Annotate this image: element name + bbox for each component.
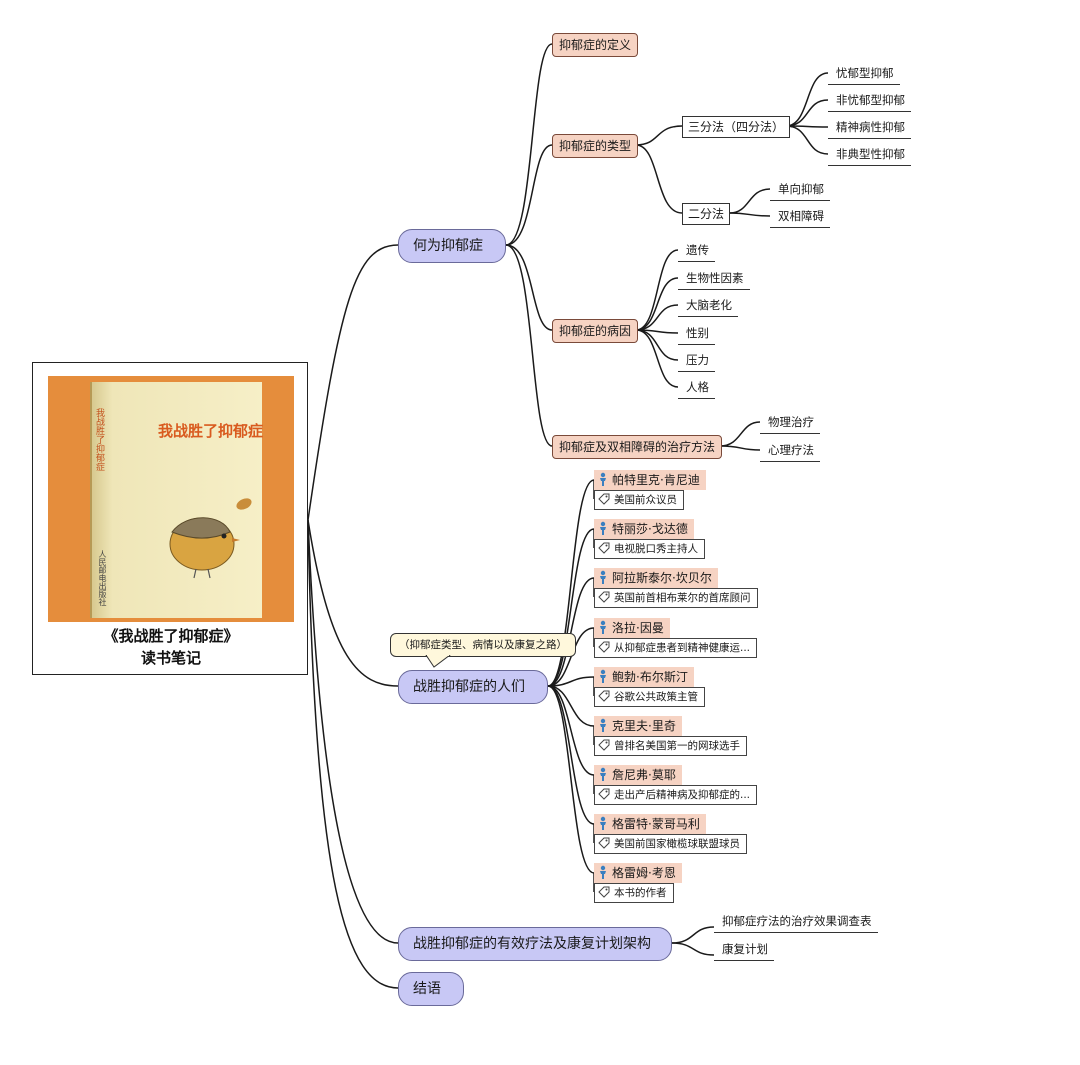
branch-conclusion[interactable]: 结语 bbox=[398, 972, 464, 1006]
leaf-type-psychotic[interactable]: 精神病性抑郁 bbox=[828, 118, 911, 139]
callout-pointer bbox=[425, 655, 451, 668]
person-note-4[interactable]: 从抑郁症患者到精神健康运... bbox=[594, 638, 758, 658]
person-note: 从抑郁症患者到精神健康运... bbox=[614, 642, 751, 654]
person-node-1[interactable]: 帕特里克·肯尼迪 bbox=[594, 470, 706, 490]
person-node-5[interactable]: 鲍勃·布尔斯汀 bbox=[594, 667, 694, 687]
person-icon bbox=[600, 620, 606, 634]
person-icon bbox=[600, 767, 606, 781]
tag-icon bbox=[598, 542, 610, 554]
tag-icon bbox=[598, 739, 610, 751]
person-note: 曾排名美国第一的网球选手 bbox=[614, 740, 740, 752]
person-name: 鲍勃·布尔斯汀 bbox=[612, 670, 688, 684]
person-icon bbox=[600, 570, 606, 584]
book-cover-card: 我战胜了抑郁症 我战胜了抑郁症 人民邮电出版社 《我战胜了抑郁症》 读书笔记 bbox=[32, 362, 308, 675]
person-note: 美国前众议员 bbox=[614, 494, 677, 506]
book-cover-image: 我战胜了抑郁症 我战胜了抑郁症 人民邮电出版社 bbox=[48, 376, 294, 622]
leaf-recovery-plan[interactable]: 康复计划 bbox=[714, 940, 774, 961]
person-icon bbox=[600, 865, 606, 879]
person-note: 电视脱口秀主持人 bbox=[614, 543, 698, 555]
tag-icon bbox=[598, 591, 610, 603]
book-caption-title: 《我战胜了抑郁症》 bbox=[103, 627, 239, 645]
tag-icon bbox=[598, 837, 610, 849]
branch-what-is-depression[interactable]: 何为抑郁症 bbox=[398, 229, 506, 263]
person-node-8[interactable]: 格雷特·蒙哥马利 bbox=[594, 814, 706, 834]
people-callout: （抑郁症类型、病情以及康复之路） bbox=[390, 633, 576, 657]
book-cover-title: 我战胜了抑郁症 bbox=[158, 422, 264, 440]
person-name: 詹尼弗·莫耶 bbox=[612, 768, 676, 782]
person-node-4[interactable]: 洛拉·因曼 bbox=[594, 618, 670, 638]
node-types[interactable]: 抑郁症的类型 bbox=[552, 134, 639, 158]
person-note-3[interactable]: 英国前首相布莱尔的首席顾问 bbox=[594, 588, 758, 608]
person-note-8[interactable]: 美国前国家橄榄球联盟球员 bbox=[594, 834, 747, 854]
person-icon bbox=[600, 718, 606, 732]
branch-people[interactable]: 战胜抑郁症的人们 bbox=[398, 670, 548, 704]
book-spine-title: 我战胜了抑郁症 bbox=[94, 408, 104, 471]
person-node-7[interactable]: 詹尼弗·莫耶 bbox=[594, 765, 682, 785]
bird-illustration bbox=[169, 498, 252, 579]
person-name: 格雷特·蒙哥马利 bbox=[612, 817, 700, 831]
person-note: 美国前国家橄榄球联盟球员 bbox=[614, 838, 740, 850]
person-name: 帕特里克·肯尼迪 bbox=[612, 473, 700, 487]
leaf-cause-biological[interactable]: 生物性因素 bbox=[678, 269, 750, 290]
person-note-9[interactable]: 本书的作者 bbox=[594, 883, 674, 903]
leaf-cause-stress[interactable]: 压力 bbox=[678, 351, 715, 372]
leaf-type-melancholic[interactable]: 忧郁型抑郁 bbox=[828, 64, 900, 85]
person-icon bbox=[600, 472, 606, 486]
book-cover: 我战胜了抑郁症 我战胜了抑郁症 人民邮电出版社 bbox=[90, 382, 264, 618]
book-publisher: 人民邮电出版社 bbox=[98, 550, 107, 606]
person-note: 本书的作者 bbox=[614, 887, 667, 899]
node-causes[interactable]: 抑郁症的病因 bbox=[552, 319, 639, 343]
person-node-6[interactable]: 克里夫·里奇 bbox=[594, 716, 682, 736]
node-three-way[interactable]: 三分法（四分法） bbox=[682, 116, 791, 138]
person-name: 阿拉斯泰尔·坎贝尔 bbox=[612, 571, 712, 585]
leaf-cause-genetics[interactable]: 遗传 bbox=[678, 241, 715, 262]
leaf-type-atypical[interactable]: 非典型性抑郁 bbox=[828, 145, 911, 166]
leaf-unipolar[interactable]: 单向抑郁 bbox=[770, 180, 830, 201]
tag-icon bbox=[598, 690, 610, 702]
person-note-1[interactable]: 美国前众议员 bbox=[594, 490, 684, 510]
tag-icon bbox=[598, 493, 610, 505]
leaf-therapy-survey[interactable]: 抑郁症疗法的治疗效果调查表 bbox=[714, 912, 878, 933]
person-note: 走出产后精神病及抑郁症的... bbox=[614, 789, 751, 801]
leaf-type-non-melancholic[interactable]: 非忧郁型抑郁 bbox=[828, 91, 911, 112]
person-note: 谷歌公共政策主管 bbox=[614, 691, 698, 703]
leaf-bipolar[interactable]: 双相障碍 bbox=[770, 207, 830, 228]
leaf-cause-aging[interactable]: 大脑老化 bbox=[678, 296, 738, 317]
leaf-cause-personality[interactable]: 人格 bbox=[678, 378, 715, 399]
person-node-2[interactable]: 特丽莎·戈达德 bbox=[594, 519, 694, 539]
leaf-psychotherapy[interactable]: 心理疗法 bbox=[760, 441, 820, 462]
person-node-9[interactable]: 格雷姆·考恩 bbox=[594, 863, 682, 883]
person-icon bbox=[600, 669, 606, 683]
branch-therapy-plan[interactable]: 战胜抑郁症的有效疗法及康复计划架构 bbox=[398, 927, 672, 961]
tag-icon bbox=[598, 788, 610, 800]
person-note: 英国前首相布莱尔的首席顾问 bbox=[614, 592, 751, 604]
person-name: 洛拉·因曼 bbox=[612, 621, 664, 635]
leaf-cause-gender[interactable]: 性别 bbox=[678, 324, 715, 345]
person-note-6[interactable]: 曾排名美国第一的网球选手 bbox=[594, 736, 747, 756]
person-name: 特丽莎·戈达德 bbox=[612, 522, 688, 536]
node-definition[interactable]: 抑郁症的定义 bbox=[552, 33, 639, 57]
tag-icon bbox=[598, 886, 610, 898]
node-two-way[interactable]: 二分法 bbox=[682, 203, 731, 225]
leaf-physical-therapy[interactable]: 物理治疗 bbox=[760, 413, 820, 434]
person-name: 格雷姆·考恩 bbox=[612, 866, 676, 880]
person-icon bbox=[600, 816, 606, 830]
person-name: 克里夫·里奇 bbox=[612, 719, 676, 733]
person-note-7[interactable]: 走出产后精神病及抑郁症的... bbox=[594, 785, 758, 805]
person-note-2[interactable]: 电视脱口秀主持人 bbox=[594, 539, 705, 559]
person-node-3[interactable]: 阿拉斯泰尔·坎贝尔 bbox=[594, 568, 718, 588]
person-note-5[interactable]: 谷歌公共政策主管 bbox=[594, 687, 705, 707]
person-icon bbox=[600, 521, 606, 535]
tag-icon bbox=[598, 641, 610, 653]
node-treatment[interactable]: 抑郁症及双相障碍的治疗方法 bbox=[552, 435, 723, 459]
book-caption-subtitle: 读书笔记 bbox=[140, 649, 201, 667]
